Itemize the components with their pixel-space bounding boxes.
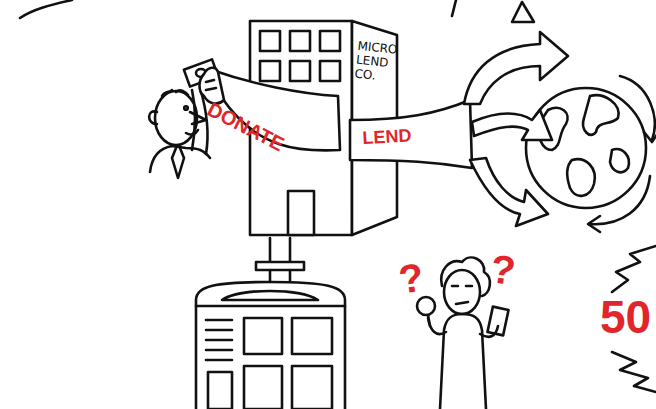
magnifier-handle	[428, 315, 430, 326]
building-window	[320, 61, 340, 81]
lend-arrow-up	[464, 32, 568, 104]
globe	[526, 88, 646, 208]
building-window	[290, 31, 310, 51]
lend-arrow-mid	[472, 110, 552, 140]
man-mouth	[186, 130, 198, 134]
question-mark: ?	[488, 246, 518, 294]
building-window	[260, 31, 280, 51]
zigzag	[612, 352, 656, 392]
person-body	[440, 314, 486, 409]
cropped-stroke	[20, 0, 72, 18]
lend-arrow-down	[470, 158, 548, 226]
building-window	[290, 61, 310, 81]
globe-continent	[567, 159, 595, 196]
cropped-stroke	[452, 0, 456, 16]
lower-building-lines	[206, 320, 232, 360]
man-hair	[162, 90, 188, 96]
circular-arrow	[620, 76, 655, 140]
man-head	[155, 91, 197, 145]
man-ear	[149, 111, 157, 124]
arm-label: LEND	[362, 125, 412, 149]
lower-building-window	[244, 318, 282, 354]
lower-building-window	[292, 318, 332, 354]
building-window	[320, 31, 340, 51]
man-tie	[172, 148, 184, 178]
pipe-flange	[256, 262, 304, 270]
lower-building-cornice	[196, 305, 345, 308]
person-brows	[452, 285, 472, 288]
building-door	[288, 191, 314, 235]
man-eye	[184, 106, 188, 110]
globe-continent	[610, 149, 629, 172]
man-nose	[190, 112, 206, 124]
zigzag	[612, 246, 656, 292]
person-mouth	[456, 302, 468, 304]
lower-building-window	[244, 366, 282, 409]
arrow-head	[644, 130, 656, 142]
lower-building-window	[292, 366, 332, 409]
arrow-head	[588, 216, 600, 232]
banknote	[487, 307, 508, 336]
fingers	[206, 80, 216, 90]
lower-building-dome	[222, 291, 318, 300]
question-mark: ?	[396, 255, 426, 303]
building-window	[260, 61, 280, 81]
person-head	[444, 270, 480, 314]
globe-continent	[583, 95, 618, 135]
lower-building	[196, 282, 345, 409]
company-name: MICRO LEND CO.	[354, 39, 404, 86]
big-number: 50	[600, 290, 651, 344]
pipe	[270, 238, 290, 282]
lower-building-door	[208, 372, 232, 409]
hand	[200, 68, 225, 104]
cropped-triangle	[512, 2, 534, 22]
